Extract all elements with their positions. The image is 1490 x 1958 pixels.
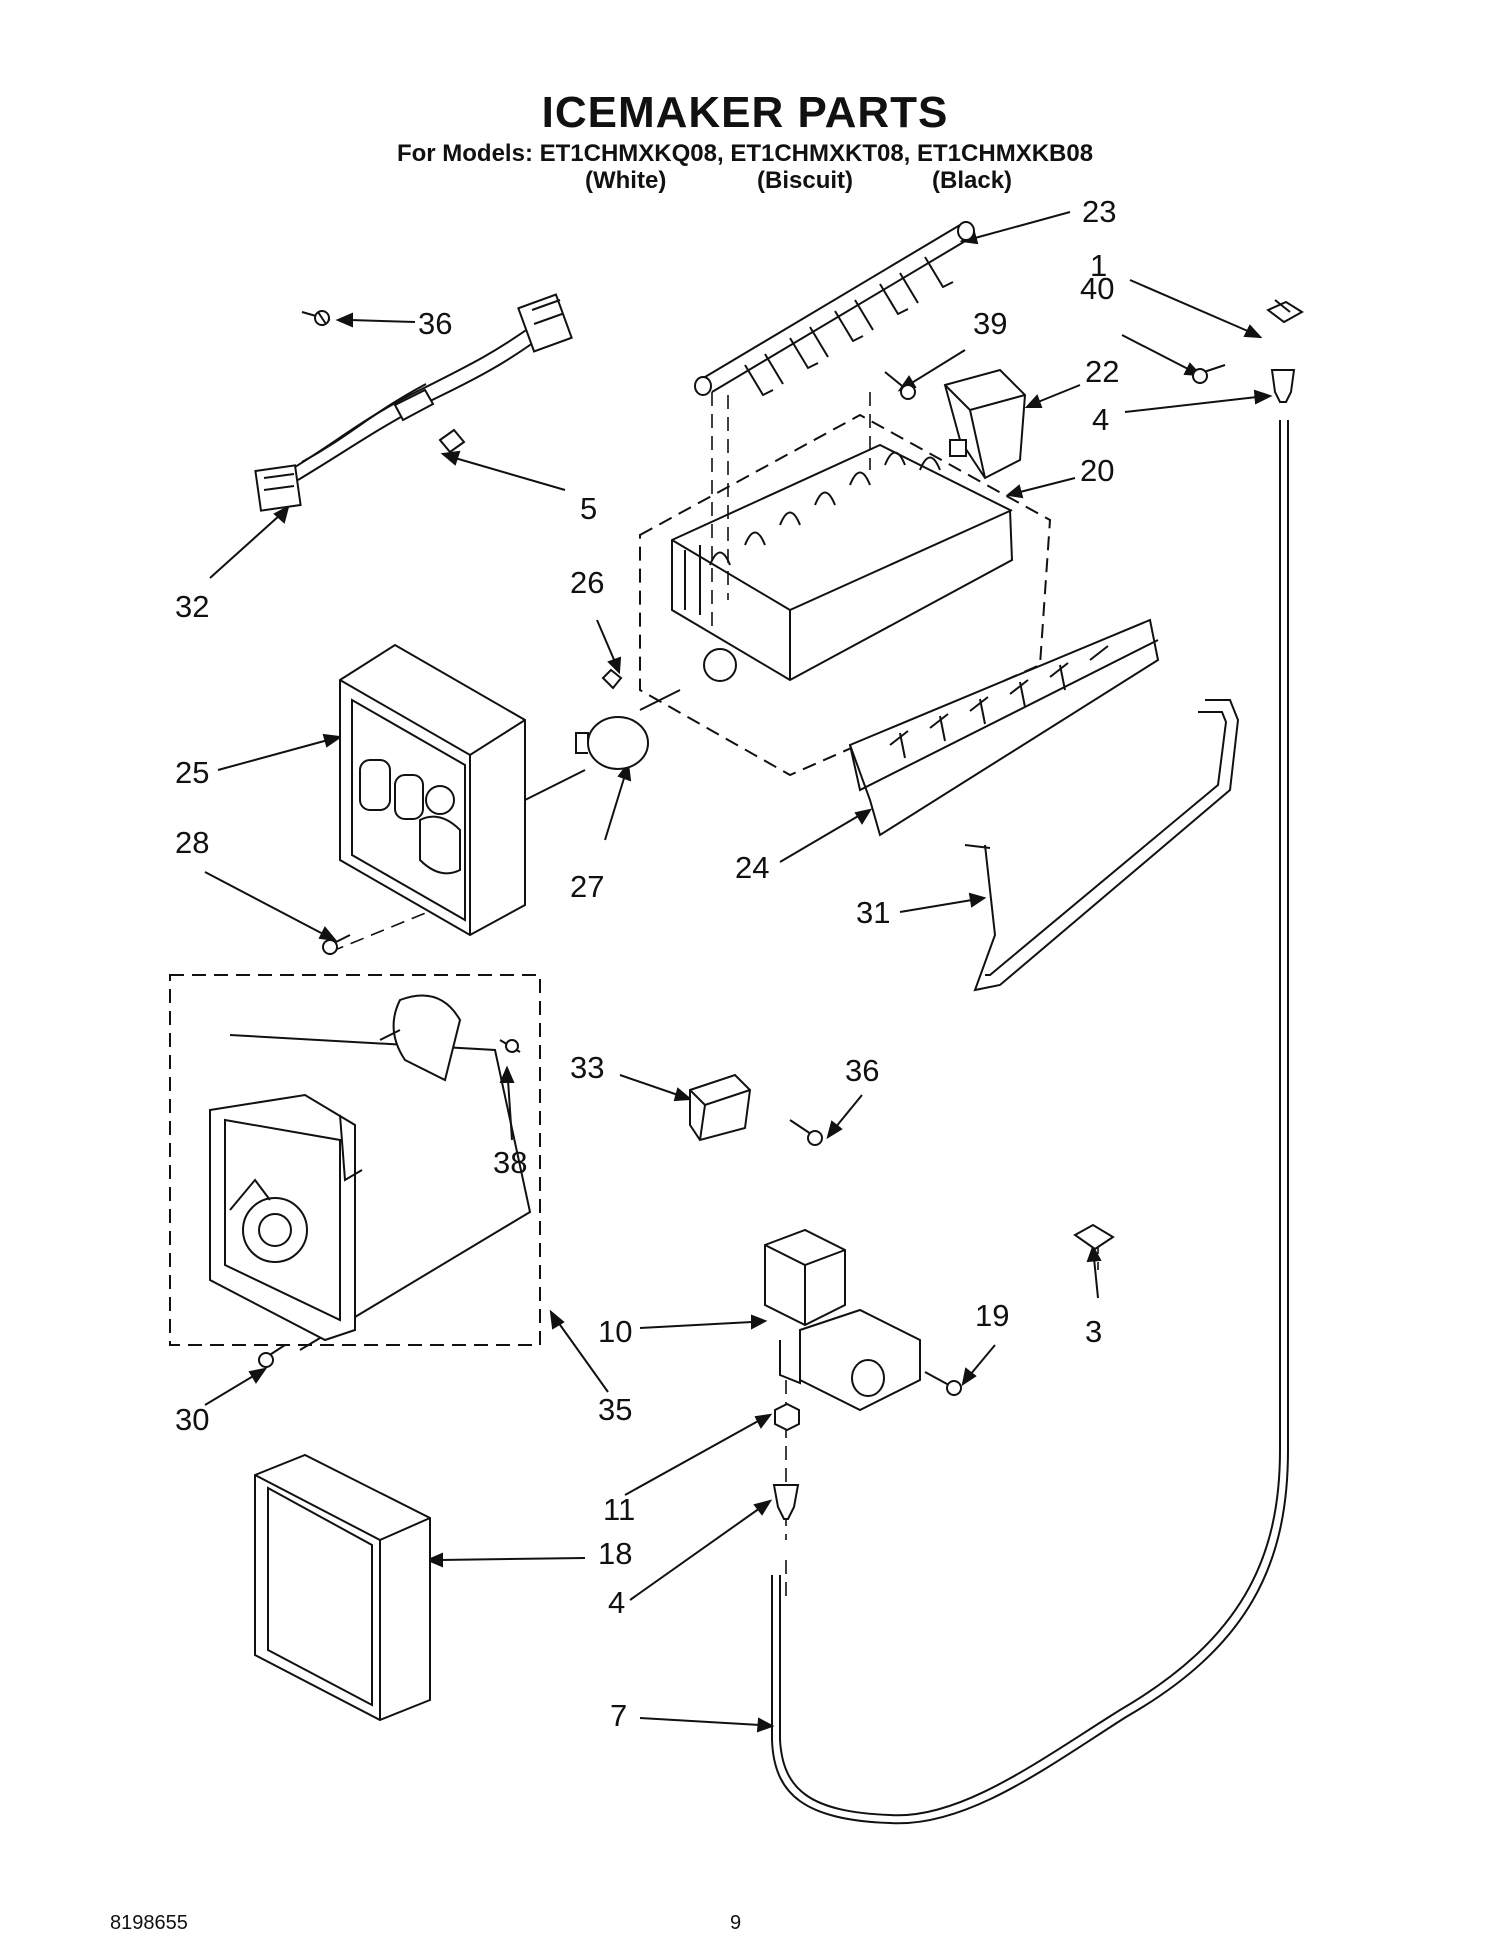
leader-28 bbox=[204, 871, 338, 942]
leader-23 bbox=[959, 211, 1071, 245]
leader-30 bbox=[204, 1367, 268, 1406]
callout-18: 18 bbox=[598, 1536, 633, 1571]
leader-3 bbox=[1086, 1244, 1102, 1299]
callout-3: 3 bbox=[1085, 1314, 1103, 1349]
variant-white: (White) bbox=[585, 167, 667, 194]
water-valve-10 bbox=[764, 1228, 921, 1412]
callout-24: 24 bbox=[735, 850, 770, 885]
leader-5 bbox=[440, 450, 566, 491]
callout-33: 33 bbox=[570, 1050, 605, 1085]
fitting-1 bbox=[1266, 299, 1304, 324]
screw-30 bbox=[258, 1344, 286, 1368]
screw-36-mid bbox=[789, 1119, 823, 1146]
page-title: ICEMAKER PARTS bbox=[541, 88, 949, 137]
thermostat-27 bbox=[575, 689, 681, 770]
callout-22: 22 bbox=[1085, 354, 1120, 389]
leader-7 bbox=[639, 1717, 775, 1733]
leader-20 bbox=[1005, 477, 1076, 499]
leader-31 bbox=[899, 892, 987, 913]
leader-arrows bbox=[204, 211, 1273, 1733]
insert-4-top bbox=[1270, 369, 1296, 403]
callout-36-top: 36 bbox=[418, 306, 453, 341]
callout-30: 30 bbox=[175, 1402, 210, 1437]
callout-27: 27 bbox=[570, 869, 605, 904]
screw-19 bbox=[924, 1371, 962, 1396]
page-number: 9 bbox=[730, 1912, 742, 1934]
leader-36-mid bbox=[826, 1094, 863, 1140]
callout-1: 1 bbox=[1090, 248, 1108, 283]
screw-36-top bbox=[301, 310, 331, 326]
callout-28: 28 bbox=[175, 825, 210, 860]
stripper-24 bbox=[848, 618, 1160, 837]
leader-33 bbox=[619, 1074, 693, 1102]
callout-26: 26 bbox=[570, 565, 605, 600]
screw-39 bbox=[884, 371, 916, 400]
callout-19: 19 bbox=[975, 1298, 1010, 1333]
water-tube-7 bbox=[771, 420, 1289, 1825]
callout-25: 25 bbox=[175, 755, 210, 790]
leader-4-top bbox=[1124, 389, 1273, 413]
wire-harness-32 bbox=[254, 293, 573, 512]
module-35 bbox=[169, 974, 541, 1351]
nut-11 bbox=[774, 1402, 800, 1432]
variant-black: (Black) bbox=[932, 167, 1013, 194]
callout-23: 23 bbox=[1082, 194, 1117, 229]
ejector-23 bbox=[694, 221, 975, 397]
callout-4-bottom: 4 bbox=[608, 1585, 626, 1620]
leader-10 bbox=[639, 1314, 768, 1330]
frame-18 bbox=[254, 1453, 431, 1722]
callout-7: 7 bbox=[610, 1698, 628, 1733]
callout-5: 5 bbox=[580, 491, 598, 526]
screw-40 bbox=[1192, 364, 1226, 384]
leader-1 bbox=[1129, 279, 1263, 339]
leader-19 bbox=[961, 1344, 996, 1387]
clip-26 bbox=[601, 668, 623, 690]
doc-number: 8198655 bbox=[110, 1912, 188, 1934]
leader-4-bottom bbox=[629, 1499, 773, 1601]
callout-38: 38 bbox=[493, 1145, 528, 1180]
leader-11 bbox=[624, 1413, 773, 1496]
leader-27 bbox=[604, 761, 632, 841]
leader-25 bbox=[217, 733, 343, 771]
variant-biscuit: (Biscuit) bbox=[757, 167, 853, 194]
leader-40 bbox=[1121, 334, 1203, 377]
callout-20: 20 bbox=[1080, 453, 1115, 488]
clip-3 bbox=[1073, 1223, 1115, 1251]
leader-26 bbox=[596, 619, 622, 675]
housing-25 bbox=[339, 643, 586, 937]
callout-35: 35 bbox=[598, 1392, 633, 1427]
fill-cup-22 bbox=[943, 368, 1027, 480]
callout-39: 39 bbox=[973, 306, 1008, 341]
bracket-33 bbox=[689, 1073, 752, 1142]
screw-28 bbox=[322, 934, 351, 955]
leader-35 bbox=[549, 1309, 609, 1393]
insert-4-bottom bbox=[772, 1484, 800, 1520]
callout-11: 11 bbox=[603, 1492, 636, 1527]
models-line: For Models: ET1CHMXKQ08, ET1CHMXKT08, ET… bbox=[396, 140, 1094, 167]
callout-32: 32 bbox=[175, 589, 210, 624]
callout-10: 10 bbox=[598, 1314, 633, 1349]
shutoff-arm-31 bbox=[964, 699, 1240, 992]
callout-40: 40 bbox=[1080, 271, 1115, 306]
leader-36-top bbox=[335, 312, 416, 328]
leader-18 bbox=[425, 1552, 586, 1568]
leader-24 bbox=[779, 808, 873, 863]
callout-36-mid: 36 bbox=[845, 1053, 880, 1088]
callout-31: 31 bbox=[856, 895, 891, 930]
mold-body-20 bbox=[639, 413, 1052, 777]
leader-32 bbox=[209, 505, 290, 579]
leader-22 bbox=[1024, 384, 1081, 408]
callout-4-top: 4 bbox=[1092, 402, 1110, 437]
